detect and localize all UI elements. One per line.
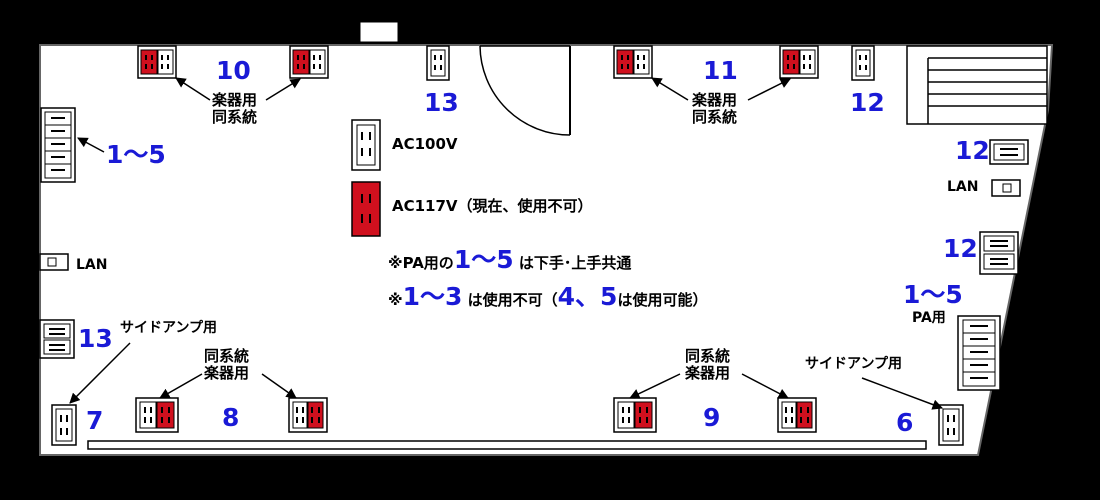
group-10-number: 10 bbox=[216, 56, 251, 85]
group-10-label-line2: 同系統 bbox=[212, 108, 258, 127]
note-line-1-suffix: は下手･上手共通 bbox=[518, 254, 632, 272]
legend-ac100v-label: AC100V bbox=[392, 135, 458, 153]
outlet-7 bbox=[51, 404, 77, 446]
outlet-6 bbox=[938, 404, 964, 446]
outlet-12-right-a bbox=[989, 139, 1029, 165]
note-line-2-range2: 4、5 bbox=[557, 282, 618, 311]
stage-edge bbox=[87, 440, 927, 450]
note-line-1: ※PA用の1〜5 は下手･上手共通 bbox=[388, 247, 631, 272]
side-amp-right-label: サイドアンプ用 bbox=[805, 356, 903, 372]
group-9-number: 9 bbox=[703, 403, 721, 432]
legend-ac100v-symbol bbox=[351, 119, 381, 171]
outlet-13-left bbox=[39, 319, 75, 359]
door bbox=[479, 45, 571, 136]
outlet-11-a bbox=[613, 45, 653, 79]
group-11-label: 楽器用 同系統 bbox=[692, 91, 738, 127]
outlet-9-a bbox=[613, 397, 657, 433]
lan-right-label: LAN bbox=[947, 179, 979, 195]
outlet-13-top-number: 13 bbox=[424, 88, 459, 117]
top-box bbox=[359, 21, 399, 43]
side-amp-left-label: サイドアンプ用 bbox=[120, 320, 218, 336]
outlet-9-b bbox=[777, 397, 817, 433]
group-11-number: 11 bbox=[703, 56, 738, 85]
outlet-1-5-left-number: 1〜5 bbox=[106, 140, 166, 169]
outlet-8-b bbox=[288, 397, 328, 433]
outlet-6-number: 6 bbox=[896, 408, 914, 437]
group-9-label: 同系統 楽器用 bbox=[685, 347, 731, 383]
lan-port-left bbox=[39, 253, 69, 271]
outlet-12-top bbox=[851, 45, 875, 81]
legend-ac117v-label: AC117V（現在、使用不可） bbox=[392, 197, 593, 215]
group-10-label-line1: 楽器用 bbox=[212, 91, 258, 109]
note-line-1-prefix: ※PA用の bbox=[388, 254, 454, 272]
outlet-13-top bbox=[426, 45, 450, 81]
outlet-7-number: 7 bbox=[86, 406, 104, 435]
outlet-10-b bbox=[289, 45, 329, 79]
outlet-10-a bbox=[137, 45, 177, 79]
group-8-label-line2: 楽器用 bbox=[204, 364, 250, 383]
outlet-12-right-b bbox=[979, 231, 1019, 275]
outlet-12-top-number: 12 bbox=[850, 88, 885, 117]
lan-port-right bbox=[991, 179, 1021, 197]
note-line-2-prefix: ※ bbox=[388, 291, 403, 309]
stairs bbox=[906, 45, 1048, 125]
lan-left-label: LAN bbox=[76, 257, 108, 273]
note-line-2: ※1〜3 は使用不可（4、5は使用可能） bbox=[388, 284, 707, 309]
note-line-1-range: 1〜5 bbox=[453, 245, 514, 274]
note-line-2-mid: は使用不可（ bbox=[467, 291, 558, 309]
group-11-label-line2: 同系統 bbox=[692, 108, 738, 127]
outlet-1-5-left bbox=[40, 107, 76, 183]
outlet-8-a bbox=[135, 397, 179, 433]
group-9-label-line1: 同系統 bbox=[685, 347, 731, 365]
arrows bbox=[69, 77, 943, 410]
group-8-label-line1: 同系統 bbox=[204, 347, 250, 365]
group-10-label: 楽器用 同系統 bbox=[212, 91, 258, 127]
note-line-2-suffix: は使用可能） bbox=[617, 291, 708, 309]
group-9-label-line2: 楽器用 bbox=[685, 364, 731, 383]
outlet-13-left-number: 13 bbox=[78, 324, 113, 353]
outlet-12-right-a-number: 12 bbox=[955, 136, 990, 165]
group-8-number: 8 bbox=[222, 403, 240, 432]
group-8-label: 同系統 楽器用 bbox=[204, 347, 250, 383]
room-outline bbox=[39, 44, 1054, 456]
outlet-12-right-b-number: 12 bbox=[943, 234, 978, 263]
outlet-11-b bbox=[779, 45, 819, 79]
legend-ac117v-symbol bbox=[351, 181, 381, 237]
outlet-1-5-right-number: 1〜5 bbox=[903, 280, 963, 309]
note-line-2-range1: 1〜3 bbox=[402, 282, 463, 311]
outlet-1-5-right bbox=[957, 315, 1001, 391]
outlet-1-5-right-pa-label: PA用 bbox=[912, 310, 946, 326]
group-11-label-line1: 楽器用 bbox=[692, 91, 738, 109]
